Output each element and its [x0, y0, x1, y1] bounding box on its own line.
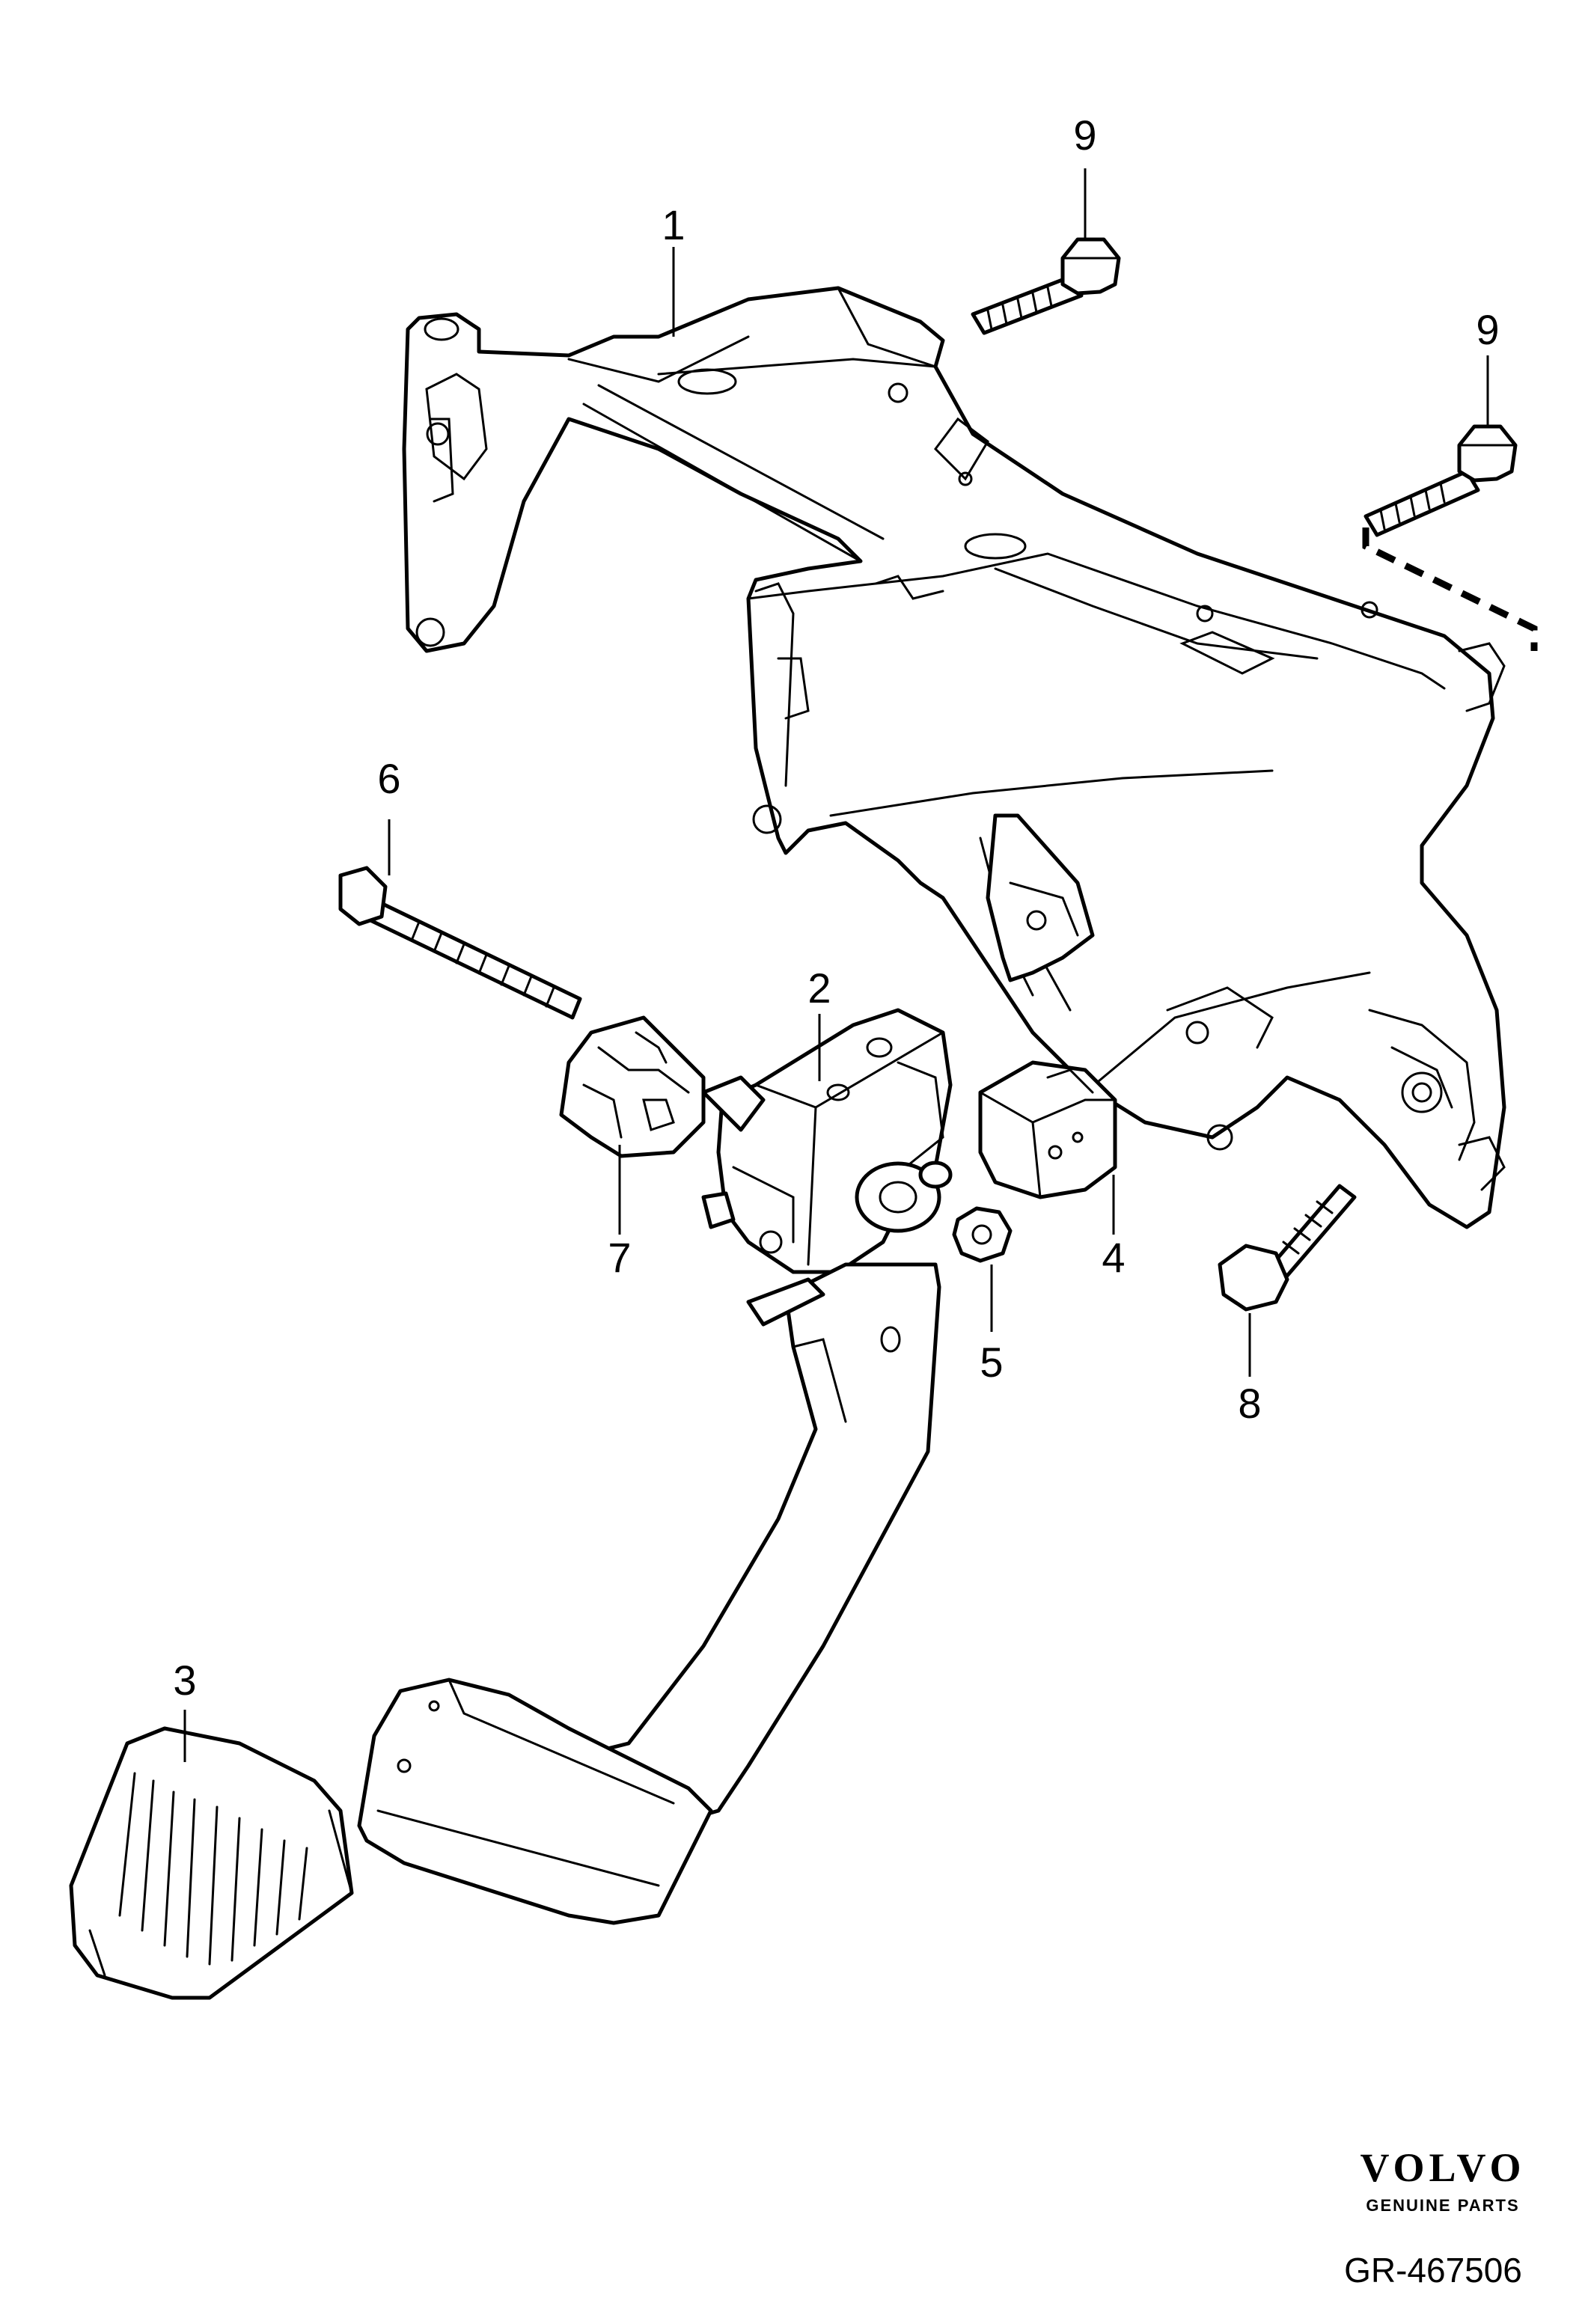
bolt-9-routing-dashes	[1362, 528, 1538, 651]
callout-4: 4	[1102, 1234, 1125, 1281]
part-6-long-bolt	[338, 866, 582, 1020]
callout-6: 6	[377, 755, 400, 802]
leader-lines	[183, 168, 1489, 1762]
brand-name: VOLVO	[1361, 2145, 1526, 2190]
callout-7: 7	[608, 1234, 631, 1281]
callout-9-upper: 9	[1073, 111, 1096, 159]
callout-9-lower: 9	[1476, 306, 1499, 353]
callout-3: 3	[173, 1657, 196, 1704]
drawing-code: GR-467506	[1344, 2251, 1522, 2290]
part-9-bolt-lower	[1364, 424, 1518, 537]
callouts: 1 9 9 6 2 7 4 5 8 3	[173, 111, 1499, 1704]
part-5-nut	[952, 1206, 1013, 1263]
part-9-bolt-upper	[971, 237, 1121, 335]
brand-tagline: GENUINE PARTS	[1366, 2196, 1519, 2215]
part-8-bolt	[1218, 1184, 1357, 1312]
callout-2: 2	[807, 964, 831, 1012]
volvo-logo: VOLVO GENUINE PARTS	[1361, 2145, 1526, 2215]
part-2-pivot-bracket	[701, 1008, 953, 1274]
pedal-pad-base	[357, 1678, 713, 1925]
callout-1: 1	[662, 201, 685, 248]
part-4-switch-block	[978, 1060, 1117, 1199]
pedal-arm	[567, 1262, 941, 1828]
part-1-lower-drop	[986, 813, 1095, 982]
part-7-sensor	[559, 1015, 706, 1158]
callout-8: 8	[1238, 1380, 1261, 1427]
part-3-pedal-pad	[69, 1726, 354, 2000]
callout-5: 5	[980, 1339, 1003, 1386]
part-1-pedal-bracket	[402, 286, 1506, 1229]
